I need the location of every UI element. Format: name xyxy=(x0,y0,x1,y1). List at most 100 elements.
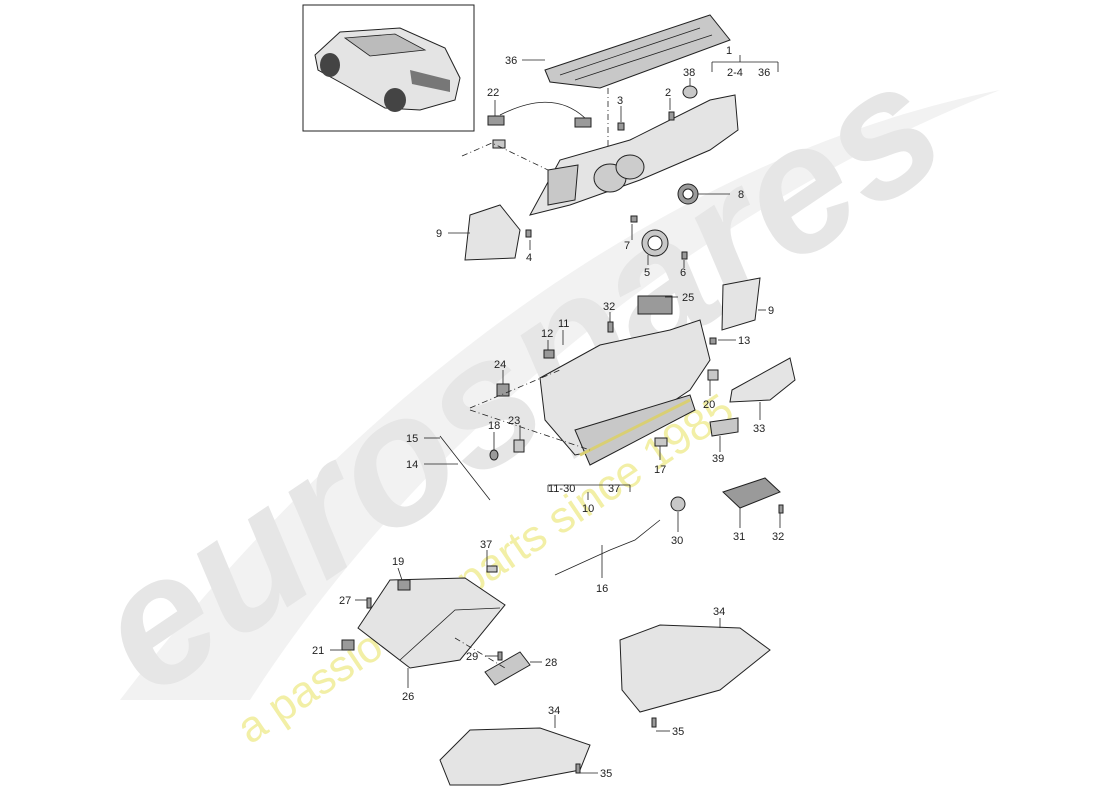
callout-9-left: 9 xyxy=(436,228,442,240)
gauge-opening-2 xyxy=(615,154,645,180)
car-wheel-rear xyxy=(384,88,406,112)
strut-14 xyxy=(439,435,491,501)
vent-grille xyxy=(637,295,673,315)
callout-20: 20 xyxy=(703,399,715,411)
callout-19: 19 xyxy=(392,556,404,568)
car-wheel-front xyxy=(320,53,340,77)
callout-6: 6 xyxy=(680,267,686,279)
wire-harness xyxy=(499,101,586,119)
callout-11: 11 xyxy=(558,318,569,330)
bumper-17 xyxy=(654,437,668,447)
callout-9-right: 9 xyxy=(768,305,774,317)
hinge-19 xyxy=(397,579,411,591)
callout-14: 14 xyxy=(406,459,418,471)
callout-37-pin: 37 xyxy=(480,539,492,551)
frame-leader-lines xyxy=(469,369,591,451)
callout-29: 29 xyxy=(466,651,478,663)
screw-6 xyxy=(681,251,688,260)
car-body xyxy=(314,27,461,111)
callout-36-group: 36 xyxy=(758,67,770,79)
callout-11-30: 11-30 xyxy=(548,483,575,495)
callout-2: 2 xyxy=(665,87,671,99)
screw-35-lower xyxy=(575,763,581,774)
callout-1: 1 xyxy=(726,45,732,57)
frame-highlight xyxy=(579,398,691,457)
callout-10: 10 xyxy=(582,503,594,515)
harness-clip xyxy=(492,139,506,149)
watermark-logo: eurospares xyxy=(59,23,976,732)
callout-16: 16 xyxy=(596,583,608,595)
callout-12: 12 xyxy=(541,328,553,340)
trim-strip xyxy=(709,417,739,437)
dash-top-parts xyxy=(461,14,739,261)
callout-32-upper: 32 xyxy=(603,301,615,313)
callout-24: 24 xyxy=(494,359,506,371)
cap-38 xyxy=(682,85,698,99)
car-window xyxy=(343,33,427,57)
glovebox-frame xyxy=(539,319,711,456)
car-thumbnail xyxy=(302,4,475,132)
clip-13 xyxy=(709,337,717,345)
callout-25: 25 xyxy=(682,292,694,304)
callout-8: 8 xyxy=(738,189,744,201)
callout-22: 22 xyxy=(487,87,499,99)
callout-15: 15 xyxy=(406,433,418,445)
bracket-23 xyxy=(513,439,525,453)
callout-32-lower: 32 xyxy=(772,531,784,543)
screw-32-lower xyxy=(778,504,784,514)
callout-21: 21 xyxy=(312,645,324,657)
clip-4 xyxy=(525,229,532,238)
callout-38: 38 xyxy=(683,67,695,79)
handle-28 xyxy=(484,651,531,686)
callout-35-lower: 35 xyxy=(600,768,612,780)
callout-3: 3 xyxy=(617,95,623,107)
side-bracket xyxy=(547,164,579,206)
harness-leader xyxy=(461,142,549,171)
callout-7: 7 xyxy=(624,240,630,252)
callout-18: 18 xyxy=(488,420,500,432)
callout-23: 23 xyxy=(508,415,520,427)
bulb-18 xyxy=(489,449,499,461)
glovebox-frame-parts xyxy=(439,277,796,501)
module-31 xyxy=(722,477,781,509)
glovebox-lid-edge xyxy=(399,607,501,661)
air-vent-inner xyxy=(647,235,663,251)
callout-34-right: 34 xyxy=(713,606,725,618)
clip-12 xyxy=(543,349,555,359)
callouts: 1 2 2-4 3 4 5 6 7 8 9 9 10 11 11-30 12 1… xyxy=(312,45,784,780)
callout-27: 27 xyxy=(339,595,351,607)
callout-34-left: 34 xyxy=(548,705,560,717)
under-cover-left xyxy=(439,727,591,786)
callout-26: 26 xyxy=(402,691,414,703)
watermark: eurospares a passion for parts since 198… xyxy=(59,23,1000,753)
screw-35-upper xyxy=(651,717,657,728)
leader-lines xyxy=(330,55,781,774)
harness-plug-2 xyxy=(574,117,592,128)
callout-39: 39 xyxy=(712,453,724,465)
glovebox-lower-parts xyxy=(341,477,784,786)
under-cover-right xyxy=(619,624,771,713)
callout-33: 33 xyxy=(753,423,765,435)
clip-3 xyxy=(617,122,625,131)
knee-trim xyxy=(729,357,796,403)
callout-35-upper: 35 xyxy=(672,726,684,738)
side-cover-left xyxy=(464,204,521,261)
screw-2 xyxy=(668,111,675,121)
screw-32-upper xyxy=(607,321,614,333)
callout-31: 31 xyxy=(733,531,745,543)
callout-17: 17 xyxy=(654,464,666,476)
callout-30: 30 xyxy=(671,535,683,547)
dash-pad xyxy=(544,14,731,89)
hinge-21 xyxy=(341,639,355,651)
callout-13: 13 xyxy=(738,335,750,347)
callout-2-4: 2-4 xyxy=(727,67,743,79)
release-rod xyxy=(554,519,661,576)
handle-leader xyxy=(454,637,506,669)
dash-pad-ribs xyxy=(559,27,713,81)
harness-plug-1 xyxy=(487,115,505,126)
callout-5: 5 xyxy=(644,267,650,279)
vent-ring-inner xyxy=(682,188,694,200)
screw-27 xyxy=(366,597,372,609)
screw-29 xyxy=(497,651,503,661)
